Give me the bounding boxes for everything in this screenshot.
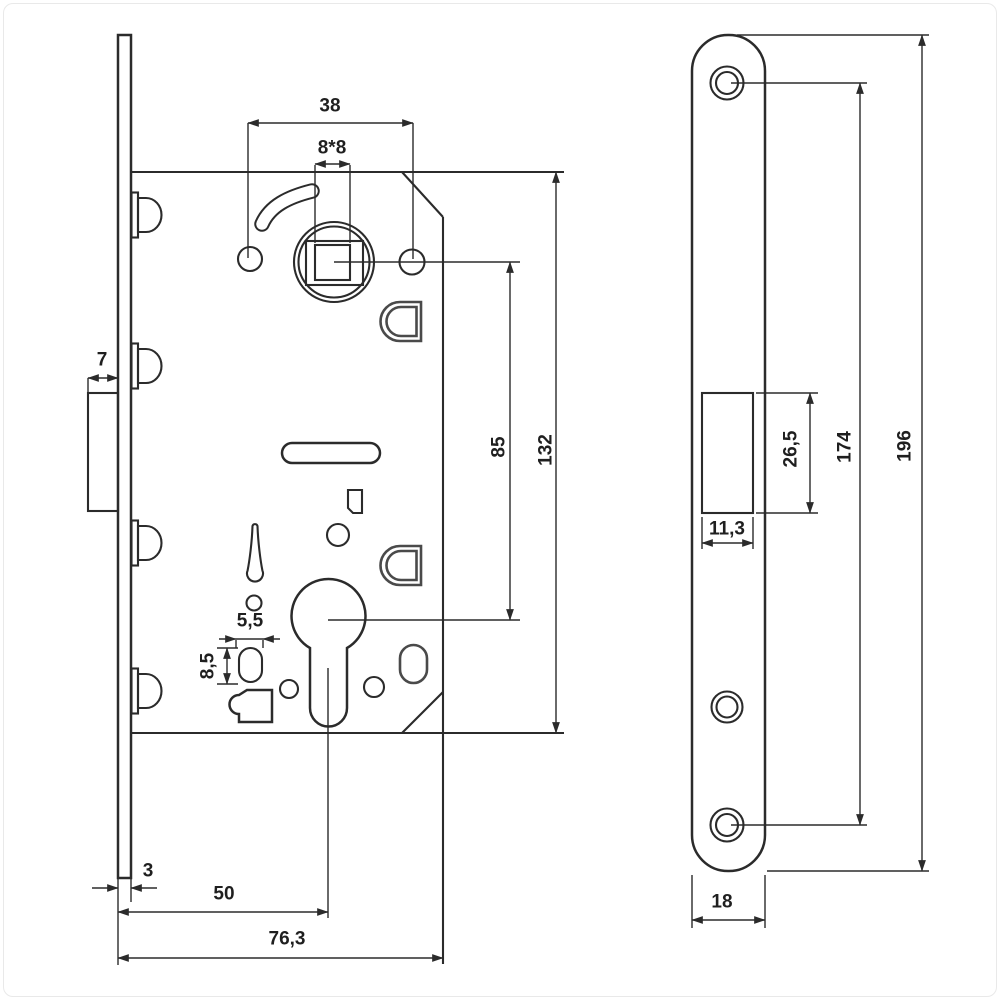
dim-label-196: 196 [895, 430, 916, 462]
lock-case-outline [131, 170, 564, 964]
deadbolt [86, 391, 120, 513]
dim-3: 3 [92, 861, 157, 902]
d-cutout-lower [379, 544, 423, 587]
dim-label-38: 38 [319, 96, 340, 117]
screw-hole-middle [710, 690, 744, 724]
dim-7: 7 [87, 350, 119, 392]
dim-label-26-5: 26,5 [781, 430, 802, 467]
d-cutout-upper [379, 300, 423, 343]
dim-38: 38 [247, 96, 414, 259]
dim-label-76-3: 76,3 [269, 929, 306, 950]
latch-bolt-3 [130, 519, 163, 567]
dim-label-7: 7 [97, 350, 108, 371]
faceplate-view [690, 33, 767, 873]
teardrop-slot [245, 523, 265, 583]
capsule-slot [237, 646, 264, 684]
dim-132: 132 [536, 171, 560, 734]
dim-label-50: 50 [213, 884, 234, 905]
dim-5-5: 5,5 [219, 611, 280, 648]
dim-26-5: 26,5 [756, 392, 818, 514]
latch-bolt-4 [130, 667, 163, 715]
faceplate-side-strip [116, 33, 133, 880]
dim-label-174: 174 [835, 431, 856, 463]
small-hole-mid [278, 678, 300, 700]
dim-8-5: 8,5 [198, 647, 238, 685]
dim-label-85: 85 [489, 436, 510, 458]
lock-case-view [86, 33, 564, 964]
dim-174: 174 [731, 82, 867, 826]
dim-196: 196 [737, 34, 929, 872]
center-pin-hole [325, 522, 351, 548]
dim-label-18: 18 [711, 892, 732, 913]
dim-76-3: 76,3 [117, 868, 444, 965]
latch-bolt-2 [130, 342, 163, 390]
bottom-chamfer [401, 691, 444, 734]
oval-hole [398, 643, 429, 685]
dim-label-11-3: 11,3 [709, 519, 745, 540]
handle-hole-left [236, 245, 264, 273]
notched-cutout [228, 688, 274, 724]
dim-label-8-5: 8,5 [198, 652, 219, 679]
dim-11-3: 11,3 [701, 517, 754, 549]
kidney-slot [254, 183, 320, 232]
dim-50: 50 [117, 884, 329, 916]
dim-label-132: 132 [536, 434, 557, 466]
stadium-slot [280, 441, 382, 465]
dim-label-5-5: 5,5 [237, 611, 264, 632]
dim-85: 85 [328, 261, 520, 621]
small-hole-right [362, 675, 386, 699]
dim-label-3: 3 [143, 861, 154, 882]
faceplate-outline [690, 33, 767, 873]
flag-cutout [346, 488, 364, 515]
dim-18: 18 [691, 875, 766, 928]
top-chamfer [401, 171, 444, 218]
small-hole-left [245, 594, 263, 612]
latch-bolt-1 [130, 191, 163, 239]
dim-label-8x8: 8*8 [318, 138, 347, 159]
latch-cutout [700, 391, 755, 515]
dim-8x8: 8*8 [314, 138, 351, 243]
